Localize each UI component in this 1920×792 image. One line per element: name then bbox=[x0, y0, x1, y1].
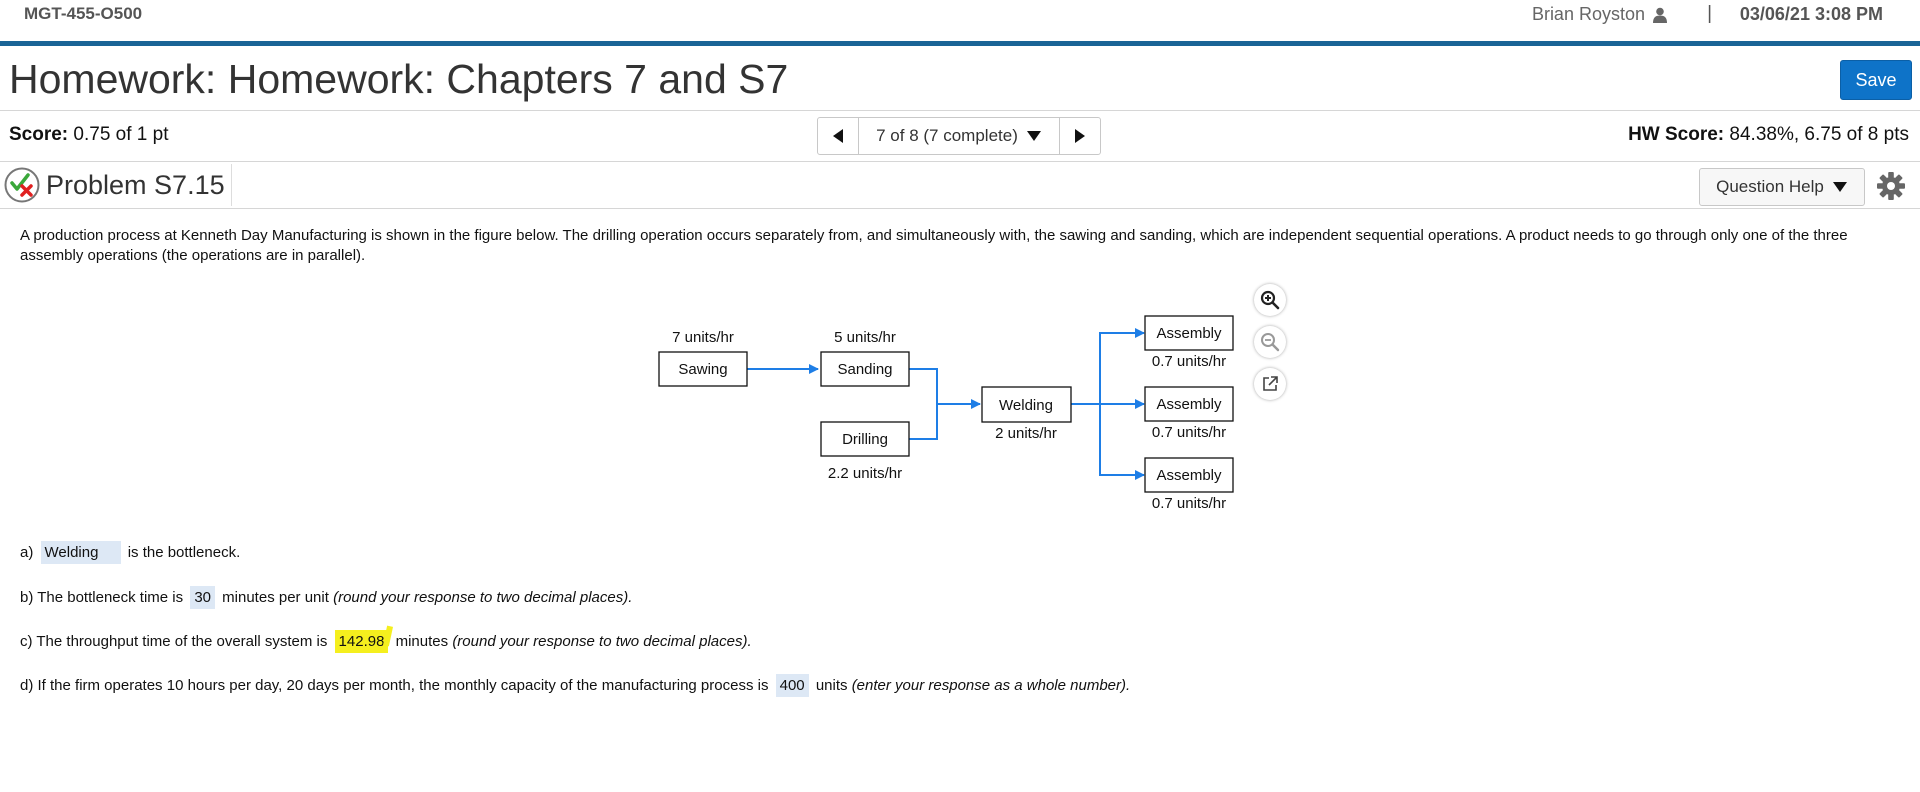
caret-left-icon bbox=[833, 129, 843, 143]
hw-score-label: HW Score: bbox=[1628, 124, 1725, 145]
question-select[interactable]: 7 of 8 (7 complete) bbox=[858, 118, 1060, 154]
page-title: Homework: Homework: Chapters 7 and S7 bbox=[9, 56, 789, 102]
problem-title: Problem S7.15 bbox=[46, 169, 225, 200]
score-label: Score: bbox=[9, 124, 69, 145]
gear-icon[interactable] bbox=[1876, 171, 1906, 201]
sawing-box bbox=[658, 351, 748, 387]
answer-b-suffix: minutes per unit bbox=[222, 589, 329, 606]
zoom-in-icon bbox=[1260, 290, 1280, 310]
flow-arrow bbox=[1099, 328, 1145, 404]
flow-arrow bbox=[1099, 404, 1145, 480]
answer-c-note: (round your response to two decimal plac… bbox=[452, 633, 752, 650]
answer-d-prefix: d) If the firm operates 10 hours per day… bbox=[20, 677, 769, 694]
drilling-box bbox=[820, 421, 910, 457]
answer-d-input[interactable]: 400 bbox=[775, 674, 809, 697]
previous-question-button[interactable] bbox=[818, 118, 858, 154]
question-help-button[interactable]: Question Help bbox=[1699, 168, 1865, 206]
answer-a: a) Welding is the bottleneck. bbox=[20, 541, 240, 564]
question-pager: 7 of 8 (7 complete) bbox=[817, 117, 1101, 155]
assembly-box bbox=[1144, 386, 1234, 422]
caret-down-icon bbox=[1026, 131, 1041, 141]
question-position: 7 of 8 (7 complete) bbox=[876, 126, 1018, 145]
partial-credit-icon bbox=[4, 167, 40, 203]
answer-c-suffix: minutes bbox=[395, 633, 449, 650]
divider bbox=[0, 161, 1920, 162]
score: Score: 0.75 of 1 pt bbox=[9, 124, 169, 146]
caret-down-icon bbox=[1832, 182, 1847, 192]
user-name: Brian Royston bbox=[1531, 4, 1645, 24]
answer-a-suffix: is the bottleneck. bbox=[127, 544, 241, 561]
welding-box bbox=[981, 386, 1072, 423]
assembly-box bbox=[1144, 315, 1234, 351]
answer-d-note: (enter your response as a whole number). bbox=[851, 677, 1131, 694]
external-link-icon bbox=[1263, 376, 1278, 391]
header-separator: | bbox=[1707, 3, 1712, 24]
answer-d-suffix: units bbox=[815, 677, 848, 694]
divider bbox=[0, 110, 1920, 111]
user-icon bbox=[1653, 7, 1667, 23]
drilling-rate: 2.2 units/hr bbox=[828, 465, 902, 482]
assembly-rate: 0.7 units/hr bbox=[1152, 495, 1226, 512]
answer-a-prefix: a) bbox=[20, 544, 34, 561]
hw-score-value: 84.38%, 6.75 of 8 pts bbox=[1729, 124, 1909, 145]
datetime: 03/06/21 3:08 PM bbox=[1739, 4, 1883, 24]
welding-rate: 2 units/hr bbox=[995, 425, 1057, 442]
assembly-box bbox=[1144, 457, 1234, 493]
answer-c: c) The throughput time of the overall sy… bbox=[20, 630, 752, 653]
answer-b: b) The bottleneck time is 30 minutes per… bbox=[20, 586, 632, 609]
flow-line bbox=[909, 368, 938, 404]
problem-header: Problem S7.15 bbox=[4, 164, 232, 206]
top-bar: MGT-455-O500 Brian Royston | 03/06/21 3:… bbox=[0, 0, 1920, 46]
answer-b-note: (round your response to two decimal plac… bbox=[333, 589, 633, 606]
answer-d: d) If the firm operates 10 hours per day… bbox=[20, 674, 1130, 697]
score-value: 0.75 of 1 pt bbox=[73, 124, 169, 145]
user-menu[interactable]: Brian Royston bbox=[1532, 4, 1667, 25]
answer-a-select[interactable]: Welding bbox=[40, 541, 121, 564]
flow-line bbox=[909, 404, 938, 440]
next-question-button[interactable] bbox=[1060, 118, 1100, 154]
caret-right-icon bbox=[1075, 129, 1085, 143]
question-help-label: Question Help bbox=[1716, 177, 1824, 196]
course-id: MGT-455-O500 bbox=[24, 4, 143, 23]
answer-c-input[interactable]: 142.98 bbox=[334, 630, 389, 653]
assembly-rate: 0.7 units/hr bbox=[1152, 353, 1226, 370]
sanding-rate: 5 units/hr bbox=[834, 329, 896, 346]
sanding-box bbox=[820, 351, 910, 387]
divider bbox=[0, 208, 1920, 209]
save-button[interactable]: Save bbox=[1840, 60, 1912, 100]
hw-score: HW Score: 84.38%, 6.75 of 8 pts bbox=[1628, 124, 1909, 146]
zoom-in-button[interactable] bbox=[1254, 284, 1286, 316]
assembly-rate: 0.7 units/hr bbox=[1152, 424, 1226, 441]
zoom-out-button[interactable] bbox=[1254, 326, 1286, 358]
answer-b-prefix: b) The bottleneck time is bbox=[20, 589, 184, 606]
zoom-out-icon bbox=[1261, 333, 1280, 352]
question-text: A production process at Kenneth Day Manu… bbox=[20, 227, 1848, 264]
answer-c-prefix: c) The throughput time of the overall sy… bbox=[20, 633, 328, 650]
sawing-rate: 7 units/hr bbox=[672, 329, 734, 346]
open-in-new-window-button[interactable] bbox=[1254, 368, 1286, 400]
answer-b-input[interactable]: 30 bbox=[190, 586, 215, 609]
